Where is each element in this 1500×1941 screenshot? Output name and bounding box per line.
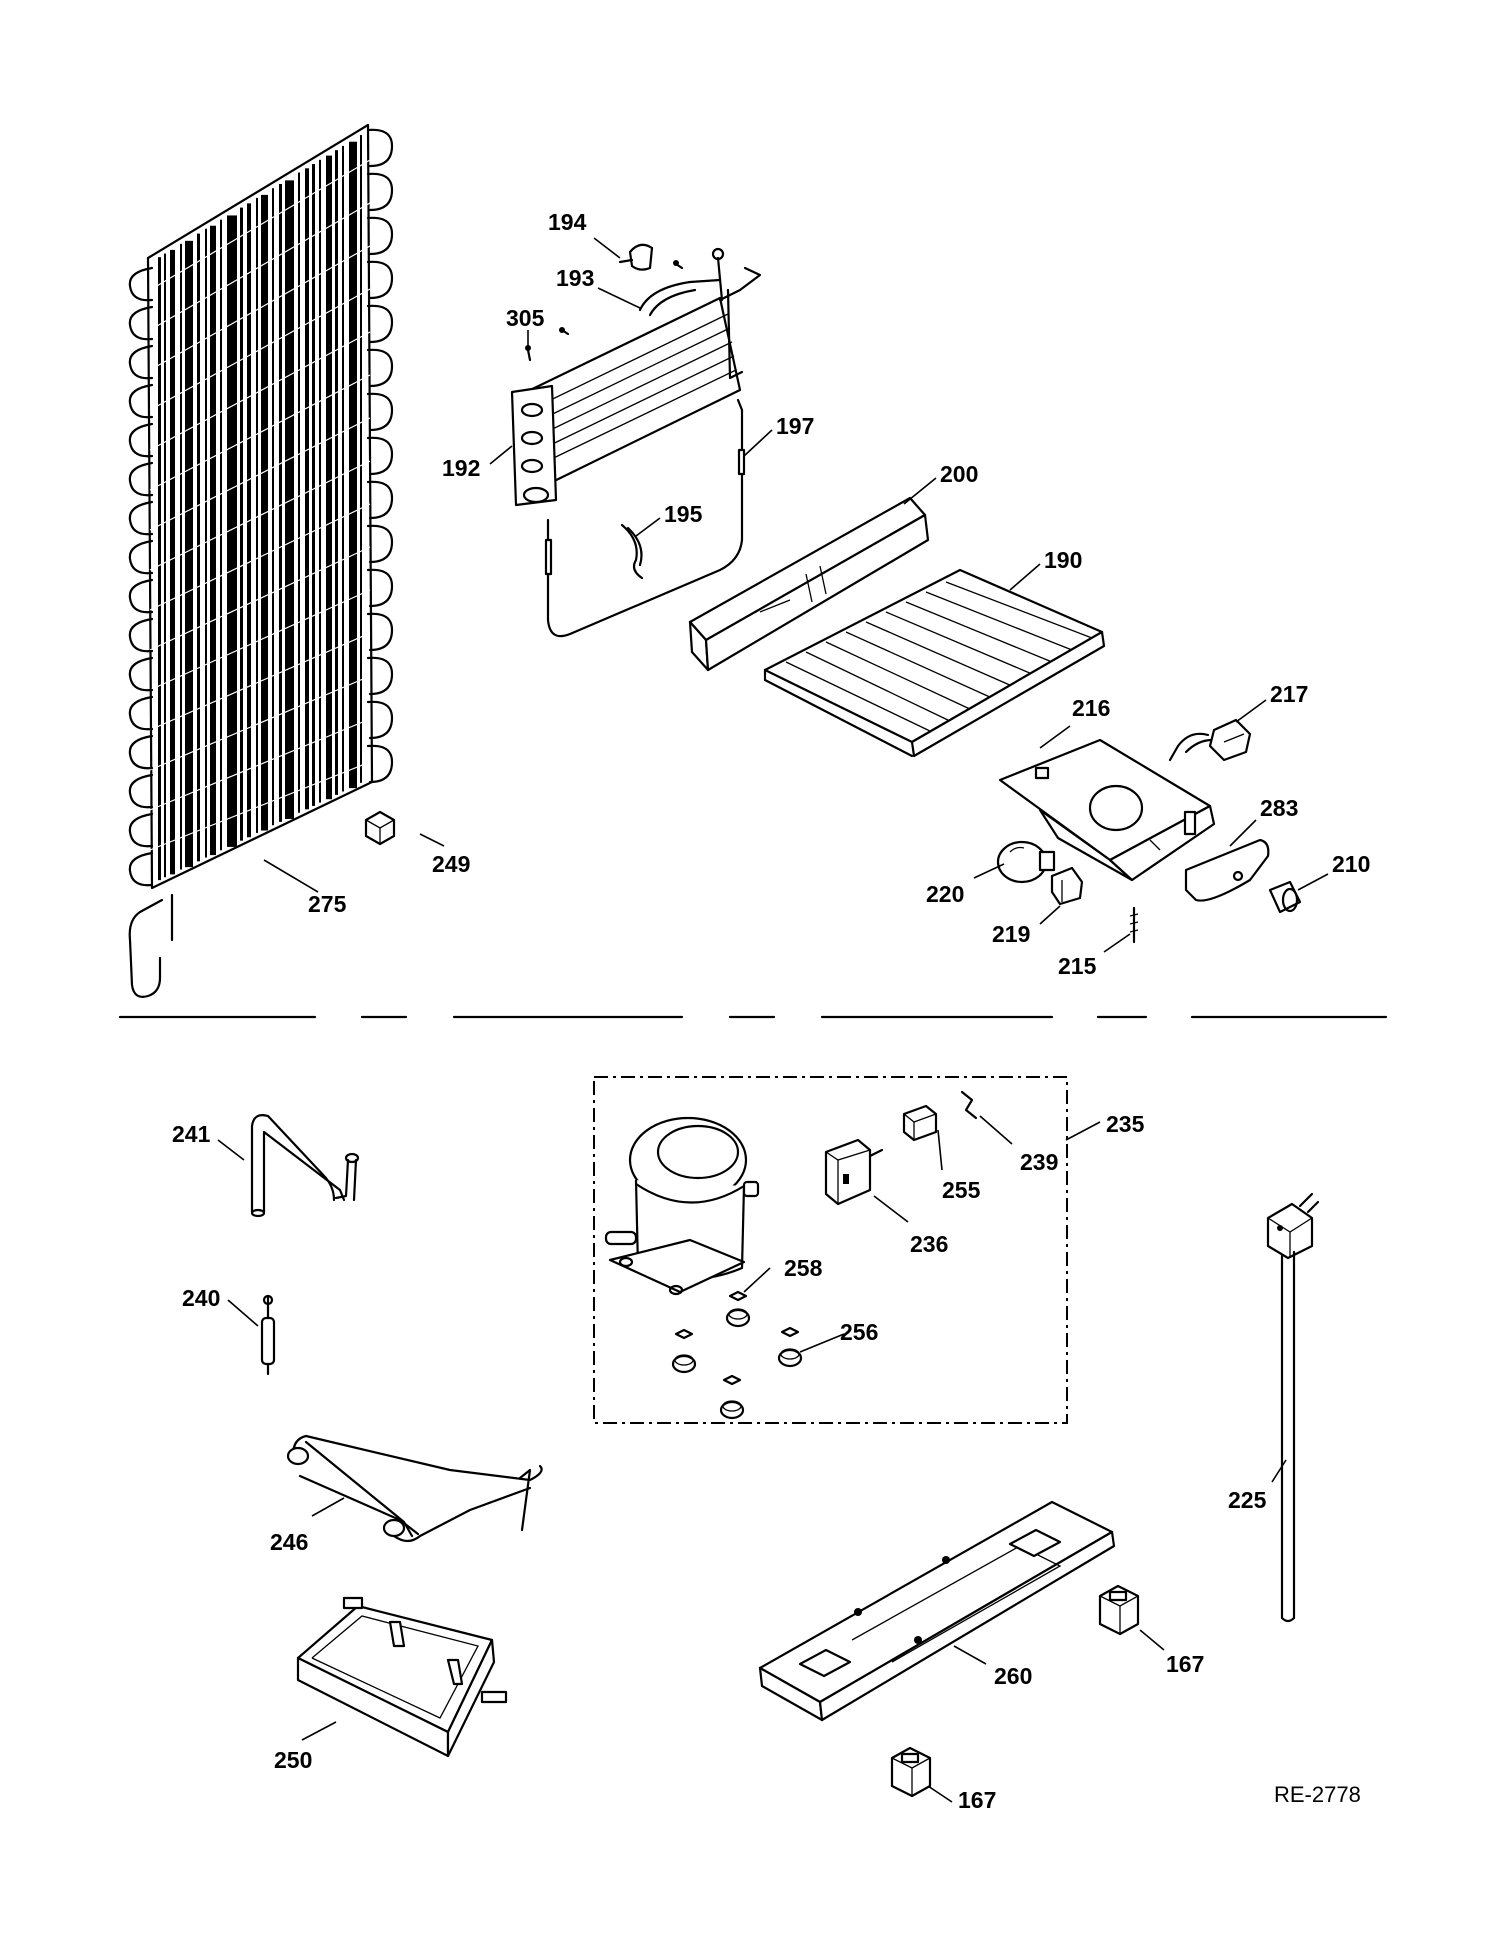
callout-249: 249 xyxy=(432,851,470,877)
reference-code: RE-2778 xyxy=(1274,1782,1361,1807)
part-246 xyxy=(286,1434,543,1543)
part-240 xyxy=(260,1294,276,1376)
callout-195: 195 xyxy=(664,501,703,527)
part-283 xyxy=(1184,838,1270,902)
callout-236: 236 xyxy=(910,1231,948,1257)
part-217 xyxy=(1168,718,1252,762)
callout-167-b: 167 xyxy=(958,1787,996,1813)
callout-215: 215 xyxy=(1058,953,1097,979)
callout-194: 194 xyxy=(548,209,587,235)
part-239 xyxy=(960,1090,978,1120)
part-219 xyxy=(1050,866,1084,906)
callout-283: 283 xyxy=(1260,795,1298,821)
part-241 xyxy=(250,1114,360,1218)
part-275 xyxy=(128,123,394,998)
part-210 xyxy=(1268,880,1302,914)
callout-200: 200 xyxy=(940,461,978,487)
part-197 xyxy=(544,398,746,638)
part-167-a xyxy=(1098,1584,1140,1636)
part-305 xyxy=(525,260,684,362)
callout-240: 240 xyxy=(182,1285,220,1311)
part-250 xyxy=(296,1596,508,1758)
callout-256: 256 xyxy=(840,1319,878,1345)
callout-216: 216 xyxy=(1072,695,1110,721)
part-195 xyxy=(620,523,644,580)
callout-167-a: 167 xyxy=(1166,1651,1204,1677)
callout-210: 210 xyxy=(1332,851,1370,877)
callout-219: 219 xyxy=(992,921,1030,947)
callout-239: 239 xyxy=(1020,1149,1058,1175)
callout-241: 241 xyxy=(172,1121,211,1147)
leader-lines xyxy=(217,237,1329,1803)
callout-192: 192 xyxy=(442,455,480,481)
part-256 xyxy=(671,1308,803,1420)
callout-235: 235 xyxy=(1106,1111,1145,1137)
callout-190: 190 xyxy=(1044,547,1082,573)
callout-220: 220 xyxy=(926,881,964,907)
part-200 xyxy=(688,496,930,672)
callout-255: 255 xyxy=(942,1177,981,1203)
part-249 xyxy=(364,810,396,846)
callout-275: 275 xyxy=(308,891,347,917)
callout-250: 250 xyxy=(274,1747,312,1773)
callout-labels: 194 193 305 192 197 195 200 190 216 217 … xyxy=(172,209,1370,1813)
part-190 xyxy=(763,568,1106,758)
part-236 xyxy=(824,1138,884,1206)
part-258 xyxy=(674,1290,800,1386)
callout-246: 246 xyxy=(270,1529,308,1555)
compressor xyxy=(604,1116,760,1296)
callout-260: 260 xyxy=(994,1663,1032,1689)
part-235 xyxy=(593,1076,1068,1424)
part-167-b xyxy=(890,1746,932,1798)
part-225 xyxy=(1266,1192,1320,1623)
part-194 xyxy=(618,243,654,271)
part-255 xyxy=(902,1104,938,1142)
part-193 xyxy=(638,247,725,317)
callout-225: 225 xyxy=(1228,1487,1267,1513)
callout-217: 217 xyxy=(1270,681,1308,707)
part-220 xyxy=(996,840,1056,884)
callout-197: 197 xyxy=(776,413,814,439)
part-192 xyxy=(510,266,762,507)
callout-258: 258 xyxy=(784,1255,823,1281)
callout-305: 305 xyxy=(506,305,545,331)
part-260 xyxy=(758,1500,1116,1722)
callout-193: 193 xyxy=(556,265,594,291)
part-216 xyxy=(998,738,1216,882)
part-215 xyxy=(1129,906,1139,944)
